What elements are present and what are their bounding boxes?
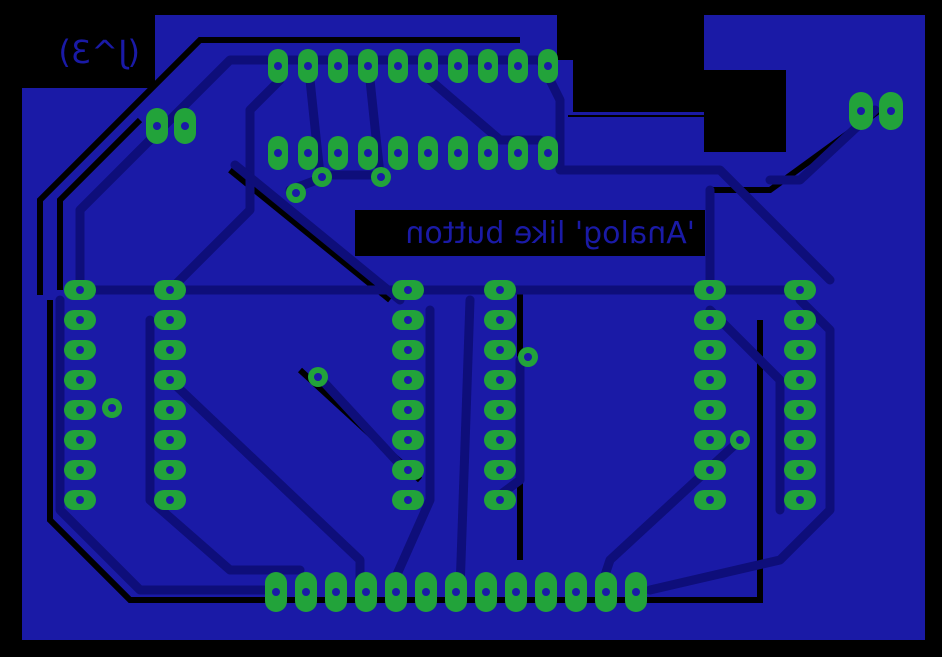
drill-hole: [274, 149, 282, 157]
drill-hole: [796, 496, 804, 504]
drill-hole: [76, 436, 84, 444]
drill-hole: [166, 316, 174, 324]
drill-hole: [706, 466, 714, 474]
version-label: (J^3): [58, 33, 140, 71]
drill-hole: [514, 62, 522, 70]
drill-hole: [166, 286, 174, 294]
board-title: 'Analog' like button: [405, 216, 695, 251]
drill-hole: [334, 62, 342, 70]
drill-hole: [404, 406, 412, 414]
drill-hole: [302, 588, 310, 596]
title-backdrop: [355, 210, 705, 256]
component-outline: [706, 70, 776, 152]
drill-hole: [304, 62, 312, 70]
vias: [102, 167, 750, 450]
connector-left: [146, 108, 196, 144]
ic-top-pads: [268, 49, 558, 170]
drill-hole: [496, 376, 504, 384]
drill-hole: [706, 316, 714, 324]
drill-hole: [496, 436, 504, 444]
drill-hole: [512, 588, 520, 596]
drill-hole: [404, 436, 412, 444]
drill-hole: [272, 588, 280, 596]
drill-hole: [422, 588, 430, 596]
drill-hole: [496, 496, 504, 504]
drill-hole: [796, 346, 804, 354]
author-text: JanW: [594, 17, 682, 57]
drill-hole: [706, 376, 714, 384]
drill-hole: [796, 406, 804, 414]
drill-hole: [166, 496, 174, 504]
year-text: 2013: [587, 62, 682, 102]
drill-hole: [424, 149, 432, 157]
drill-hole: [542, 588, 550, 596]
drill-hole: [454, 149, 462, 157]
drill-hole: [632, 588, 640, 596]
drill-hole: [166, 406, 174, 414]
drill-hole: [76, 286, 84, 294]
drill-hole: [796, 316, 804, 324]
drill-hole: [706, 436, 714, 444]
drill-hole: [394, 149, 402, 157]
drill-hole: [76, 466, 84, 474]
drill-hole: [404, 286, 412, 294]
drill-hole: [334, 149, 342, 157]
drill-hole: [76, 316, 84, 324]
drill-hole: [166, 466, 174, 474]
drill-hole: [76, 496, 84, 504]
drill-hole: [544, 62, 552, 70]
drill-hole: [706, 406, 714, 414]
drill-hole: [496, 466, 504, 474]
connector-right: [849, 92, 903, 130]
drill-hole: [304, 149, 312, 157]
bottom-header-pads: [265, 572, 647, 612]
drill-hole: [166, 346, 174, 354]
drill-hole: [706, 346, 714, 354]
drill-hole: [394, 62, 402, 70]
drill-hole: [362, 588, 370, 596]
drill-hole: [496, 286, 504, 294]
drill-hole: [454, 62, 462, 70]
drill-hole: [166, 376, 174, 384]
drill-hole: [706, 496, 714, 504]
drill-hole: [364, 62, 372, 70]
drill-hole: [404, 346, 412, 354]
drill-hole: [482, 588, 490, 596]
drill-hole: [404, 376, 412, 384]
drill-hole: [544, 149, 552, 157]
drill-hole: [496, 406, 504, 414]
dip-footprints: [64, 280, 816, 510]
drill-hole: [274, 62, 282, 70]
drill-hole: [796, 436, 804, 444]
drill-hole: [796, 466, 804, 474]
drill-hole: [496, 346, 504, 354]
author-label: JanW 2013: [587, 17, 682, 102]
drill-hole: [424, 62, 432, 70]
drill-hole: [706, 286, 714, 294]
drill-hole: [404, 496, 412, 504]
drill-hole: [602, 588, 610, 596]
drill-hole: [332, 588, 340, 596]
drill-hole: [514, 149, 522, 157]
drill-hole: [76, 406, 84, 414]
drill-hole: [404, 466, 412, 474]
drill-hole: [796, 376, 804, 384]
version-backdrop: [40, 25, 150, 80]
drill-hole: [484, 62, 492, 70]
drill-hole: [484, 149, 492, 157]
drill-hole: [572, 588, 580, 596]
drill-hole: [496, 316, 504, 324]
drill-hole: [76, 376, 84, 384]
drill-hole: [404, 316, 412, 324]
drill-hole: [166, 436, 174, 444]
drill-hole: [364, 149, 372, 157]
drill-hole: [392, 588, 400, 596]
drill-hole: [796, 286, 804, 294]
drill-hole: [76, 346, 84, 354]
drill-hole: [452, 588, 460, 596]
